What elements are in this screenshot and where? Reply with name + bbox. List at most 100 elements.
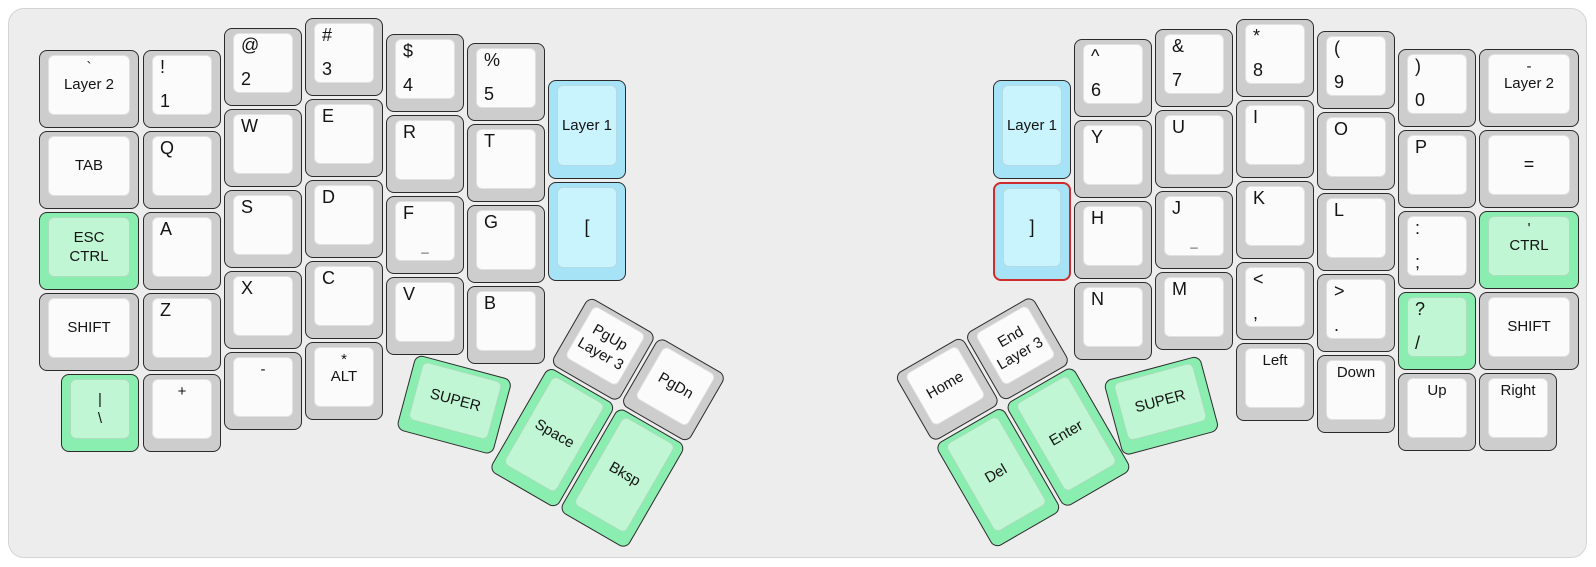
- key-legend: Right: [1500, 382, 1536, 399]
- key-5[interactable]: %5: [467, 43, 545, 121]
- key-legend: U: [1172, 117, 1185, 137]
- keycap-surface: E: [314, 104, 374, 164]
- key-shift-right[interactable]: SHIFT: [1479, 292, 1579, 370]
- keycap-surface: Layer 1: [557, 85, 617, 166]
- key-8[interactable]: *8: [1236, 19, 1314, 97]
- key-legend: Layer 1: [561, 116, 613, 134]
- keycap-surface: <,: [1245, 267, 1305, 327]
- keycap-surface: M: [1164, 277, 1224, 337]
- keycap-surface: N: [1083, 287, 1143, 347]
- key-equals[interactable]: =: [1479, 130, 1579, 208]
- key-shift-left[interactable]: SHIFT: [39, 293, 139, 371]
- key-r[interactable]: R: [386, 115, 464, 193]
- key-u[interactable]: U: [1155, 110, 1233, 188]
- key-d[interactable]: D: [305, 180, 383, 258]
- key-tab[interactable]: TAB: [39, 131, 139, 209]
- key-legend: End Layer 3: [994, 322, 1047, 374]
- key-legend: | \: [97, 390, 103, 428]
- key-l[interactable]: L: [1317, 193, 1395, 271]
- key-left[interactable]: Left: [1236, 343, 1314, 421]
- key-e[interactable]: E: [305, 99, 383, 177]
- key-pipe-backslash[interactable]: | \: [61, 374, 139, 452]
- keycap-surface: 'CTRL: [1488, 216, 1570, 276]
- keycap-surface: $4: [395, 39, 455, 99]
- key-q[interactable]: Q: [143, 131, 221, 209]
- key-6[interactable]: ^6: [1074, 39, 1152, 117]
- key-left-bracket[interactable]: [: [548, 182, 626, 281]
- key-1[interactable]: !1: [143, 50, 221, 128]
- key-b[interactable]: B: [467, 286, 545, 364]
- key-legend: ESC CTRL: [69, 228, 109, 266]
- key-o[interactable]: O: [1317, 112, 1395, 190]
- key-legend: ]: [1029, 216, 1035, 237]
- key-right-bracket[interactable]: ]: [993, 182, 1071, 281]
- key-up[interactable]: Up: [1398, 373, 1476, 451]
- key-layer1-right[interactable]: Layer 1: [993, 80, 1071, 179]
- key-legend: ;: [1415, 252, 1421, 272]
- key-n[interactable]: N: [1074, 282, 1152, 360]
- key-j[interactable]: J_: [1155, 191, 1233, 269]
- key-legend: Q: [160, 138, 175, 158]
- key-slash[interactable]: ?/: [1398, 292, 1476, 370]
- keycap-surface: =: [1488, 135, 1570, 195]
- key-f[interactable]: F_: [386, 196, 464, 274]
- key-legend: Layer 2: [1503, 75, 1555, 93]
- key-legend: ^: [1091, 46, 1100, 66]
- key-legend: X: [241, 278, 254, 298]
- key-alt[interactable]: *ALT: [305, 342, 383, 420]
- key-super-right[interactable]: SUPER: [1103, 355, 1220, 457]
- key-k[interactable]: K: [1236, 181, 1314, 259]
- key-esc-ctrl[interactable]: ESC CTRL: [39, 212, 139, 290]
- key-z[interactable]: Z: [143, 293, 221, 371]
- key-quote-ctrl[interactable]: 'CTRL: [1479, 211, 1579, 289]
- key-v[interactable]: V: [386, 277, 464, 355]
- key-layer2-left[interactable]: `Layer 2: [39, 50, 139, 128]
- keycap-surface: Down: [1326, 360, 1386, 420]
- key-legend: -: [1526, 58, 1532, 75]
- key-3[interactable]: #3: [305, 18, 383, 96]
- key-period[interactable]: >.: [1317, 274, 1395, 352]
- key-legend: %: [484, 50, 501, 70]
- key-m[interactable]: M: [1155, 272, 1233, 350]
- key-s[interactable]: S: [224, 190, 302, 268]
- key-x[interactable]: X: [224, 271, 302, 349]
- keycap-surface: R: [395, 120, 455, 180]
- key-9[interactable]: (9: [1317, 31, 1395, 109]
- key-0[interactable]: )0: [1398, 49, 1476, 127]
- key-legend: ,: [1253, 303, 1259, 323]
- key-a[interactable]: A: [143, 212, 221, 290]
- key-p[interactable]: P: [1398, 130, 1476, 208]
- key-legend: 6: [1091, 80, 1102, 100]
- key-w[interactable]: W: [224, 109, 302, 187]
- key-2[interactable]: @2: [224, 28, 302, 106]
- key-h[interactable]: H: [1074, 201, 1152, 279]
- key-semicolon[interactable]: :;: [1398, 211, 1476, 289]
- key-y[interactable]: Y: [1074, 120, 1152, 198]
- key-layer1-left[interactable]: Layer 1: [548, 80, 626, 179]
- key-4[interactable]: $4: [386, 34, 464, 112]
- key-legend: H: [1091, 208, 1104, 228]
- key-legend: B: [484, 293, 497, 313]
- keycap-surface: >.: [1326, 279, 1386, 339]
- key-minus[interactable]: -: [224, 352, 302, 430]
- key-right[interactable]: Right: [1479, 373, 1557, 451]
- key-legend: 3: [322, 59, 333, 79]
- keycap-surface: PgUp Layer 3: [564, 304, 647, 387]
- key-c[interactable]: C: [305, 261, 383, 339]
- key-g[interactable]: G: [467, 205, 545, 283]
- key-t[interactable]: T: [467, 124, 545, 202]
- key-layer2-right[interactable]: -Layer 2: [1479, 49, 1579, 127]
- key-legend: E: [322, 106, 335, 126]
- key-super-left[interactable]: SUPER: [395, 354, 513, 456]
- key-legend: V: [403, 284, 416, 304]
- key-comma[interactable]: <,: [1236, 262, 1314, 340]
- key-down[interactable]: Down: [1317, 355, 1395, 433]
- key-i[interactable]: I: [1236, 100, 1314, 178]
- keycap-surface: #3: [314, 23, 374, 83]
- key-7[interactable]: &7: [1155, 29, 1233, 107]
- key-legend: /: [1415, 333, 1421, 353]
- key-legend: >: [1334, 281, 1345, 301]
- key-legend: SHIFT: [67, 319, 111, 337]
- key-plus[interactable]: +: [143, 374, 221, 452]
